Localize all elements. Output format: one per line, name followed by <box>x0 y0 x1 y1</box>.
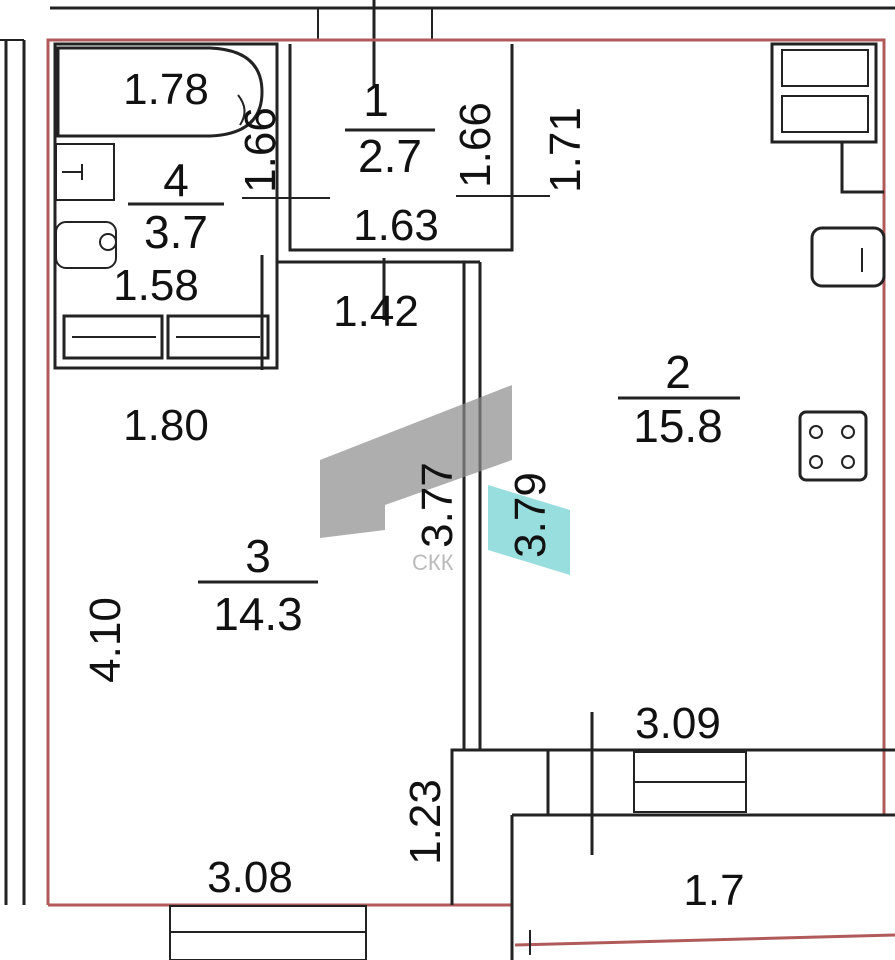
room-4-number: 4 <box>163 154 189 206</box>
dim-hall-width: 1.63 <box>353 201 439 250</box>
dim-corridor-width: 1.42 <box>333 287 419 336</box>
room-2-area: 15.8 <box>633 400 723 452</box>
room-3-number: 3 <box>245 530 271 582</box>
room-1-number: 1 <box>363 74 389 126</box>
dim-wall-left: 3.77 <box>413 462 462 548</box>
dim-wall-right: 3.79 <box>506 472 555 558</box>
dim-bath-width: 1.78 <box>123 65 209 114</box>
dim-bath-side: 1.66 <box>236 107 285 193</box>
watermark-text: СКК <box>412 550 454 575</box>
dim-hall-depth: 1.66 <box>451 102 500 188</box>
dim-hall-side: 1.71 <box>541 107 590 193</box>
outer-left-wall <box>0 39 26 905</box>
room-2-number: 2 <box>665 346 691 398</box>
hall-room-1 <box>288 44 550 320</box>
balcony <box>169 712 895 960</box>
dimension-labels: 1.78 1.66 1.58 1.66 1.63 1.71 1.42 1.80 … <box>81 65 745 915</box>
dim-balcony-depth: 1.23 <box>401 779 450 865</box>
room-labels: 1 2.7 2 15.8 3 14.3 4 3.7 <box>128 74 740 640</box>
dim-wc-width: 1.58 <box>113 261 199 310</box>
room-4-area: 3.7 <box>144 206 208 258</box>
room-1-area: 2.7 <box>358 130 422 182</box>
room-3-area: 14.3 <box>213 588 303 640</box>
dim-balcony-width: 1.7 <box>683 866 744 915</box>
top-wall <box>50 0 895 88</box>
dim-room3-height: 4.10 <box>81 597 130 683</box>
bathroom-block <box>53 42 330 370</box>
dim-kitchen-width: 3.09 <box>635 699 721 748</box>
partition-wall <box>260 255 482 750</box>
watermark: СКК <box>320 385 570 575</box>
dim-room3-width-bottom: 3.08 <box>207 853 293 902</box>
kitchen-fixtures <box>770 42 886 482</box>
dim-room3-width-top: 1.80 <box>123 401 209 450</box>
